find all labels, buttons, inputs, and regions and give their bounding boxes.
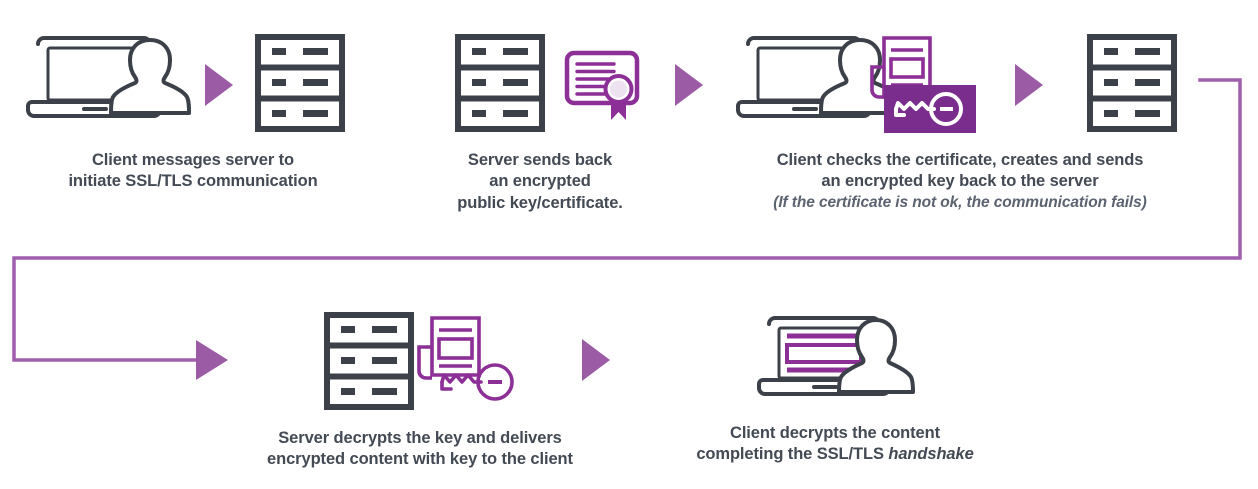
arrow-right-icon-3 [1015,64,1043,106]
wrap-connector-arrowhead [196,340,228,380]
laptop-content-user-icon [757,316,915,396]
step-2-caption-line-2: an encrypted [489,172,591,191]
step-3-caption-note: (If the certificate is not ok, the commu… [773,193,1147,211]
step-1-caption-line-1: Client messages server to [91,151,295,169]
step-1-caption: Client messages server to initiate SSL/T… [18,150,368,193]
step-3-caption: Client checks the certificate, creates a… [696,150,1224,213]
step-3-caption-line-1: Client checks the certificate, creates a… [776,151,1144,169]
certificate-icon [564,50,640,120]
step-2-caption: Server sends back an encrypted public ke… [430,150,650,214]
step-3-caption-line-2: an encrypted key back to the server [821,172,1099,191]
laptop-user-icon-2 [736,36,901,118]
server-rack-icon-4 [324,312,414,410]
arrow-right-icon-2 [675,64,703,106]
step-6-caption-emphasis: handshake [888,445,974,464]
key-solid-icon [884,85,976,133]
arrow-right-icon-1 [205,64,233,106]
step-1-caption-line-2: initiate SSL/TLS communication [68,172,318,191]
step-2-caption-line-3: public key/certificate. [457,193,623,212]
step-5-caption-line-2: encrypted content with key to the client [267,450,573,469]
server-rack-icon-3 [1087,34,1177,132]
server-rack-icon-2 [455,34,545,132]
step-6-caption-line-1: Client decrypts the content [730,424,940,442]
step-5-caption: Server decrypts the key and delivers enc… [210,428,630,471]
step-6-caption-line-2: completing the SSL/TLS [696,445,889,464]
server-rack-icon-1 [255,34,345,132]
step-2-caption-line-1: Server sends back [467,151,613,169]
document-key-outline-icon [417,316,514,401]
laptop-user-icon [26,36,191,118]
step-5-caption-line-1: Server decrypts the key and delivers [278,429,562,447]
arrow-right-icon-4 [582,339,610,381]
step-6-caption: Client decrypts the content completing t… [650,423,1020,466]
